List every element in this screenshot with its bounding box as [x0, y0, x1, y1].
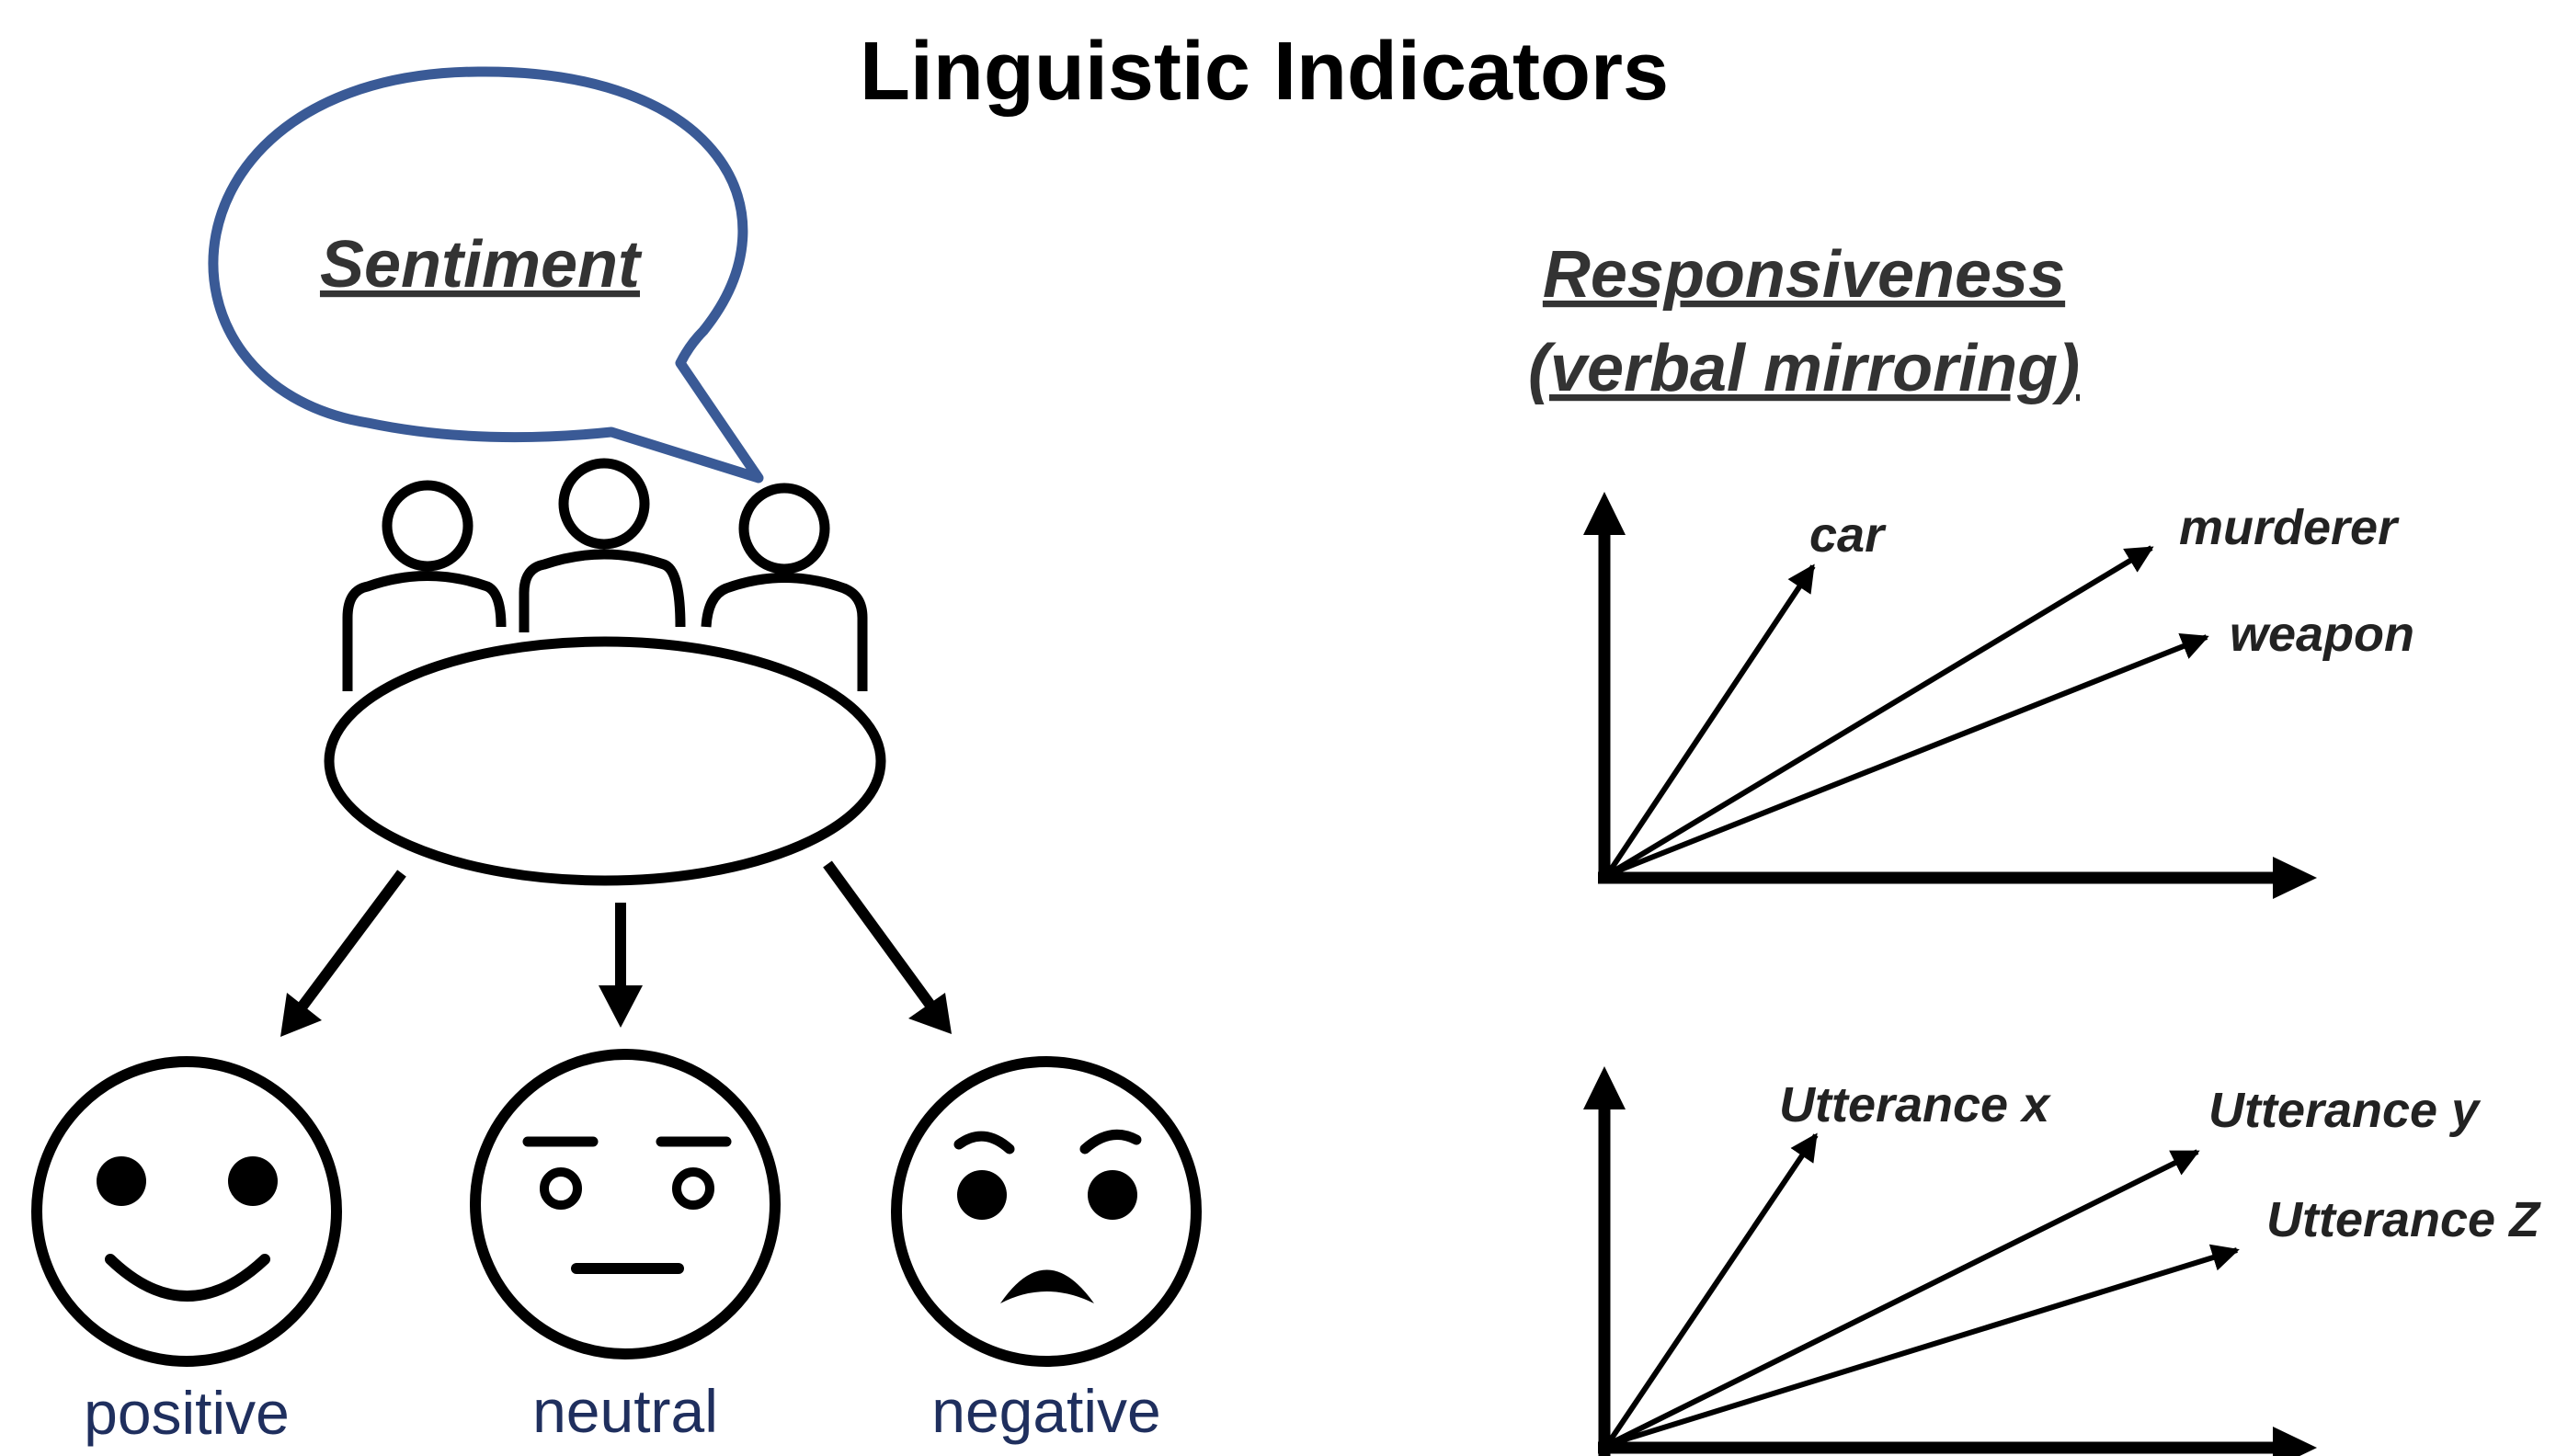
face-label-neutral: neutral — [532, 1377, 718, 1445]
frowning-face-icon — [891, 1056, 1202, 1367]
neutral-face-icon — [470, 1049, 781, 1359]
responsiveness-heading-line1: Responsiveness — [1543, 238, 2065, 312]
smiley-face-icon — [31, 1056, 342, 1367]
face-label-positive: positive — [84, 1379, 290, 1447]
responsiveness-heading-line2: (verbal mirroring) — [1528, 332, 2080, 405]
vector-label-utterance-x: Utterance x — [1779, 1077, 2051, 1132]
word-vector-diagram — [1583, 492, 2317, 899]
vector-label-utterance-y: Utterance y — [2208, 1083, 2482, 1138]
people-at-table-icon — [324, 458, 886, 886]
vector-label-weapon: weapon — [2230, 607, 2414, 662]
sentiment-label: Sentiment — [320, 228, 643, 301]
sentiment-arrows — [280, 860, 952, 1037]
utterance-vector-diagram — [1583, 1066, 2317, 1456]
vector-label-car: car — [1809, 507, 1887, 563]
speech-bubble-icon — [208, 66, 764, 483]
page-title: Linguistic Indicators — [860, 26, 1669, 118]
vector-label-murderer: murderer — [2179, 500, 2400, 555]
face-label-negative: negative — [931, 1377, 1161, 1445]
vector-label-utterance-z: Utterance Z — [2266, 1192, 2541, 1247]
